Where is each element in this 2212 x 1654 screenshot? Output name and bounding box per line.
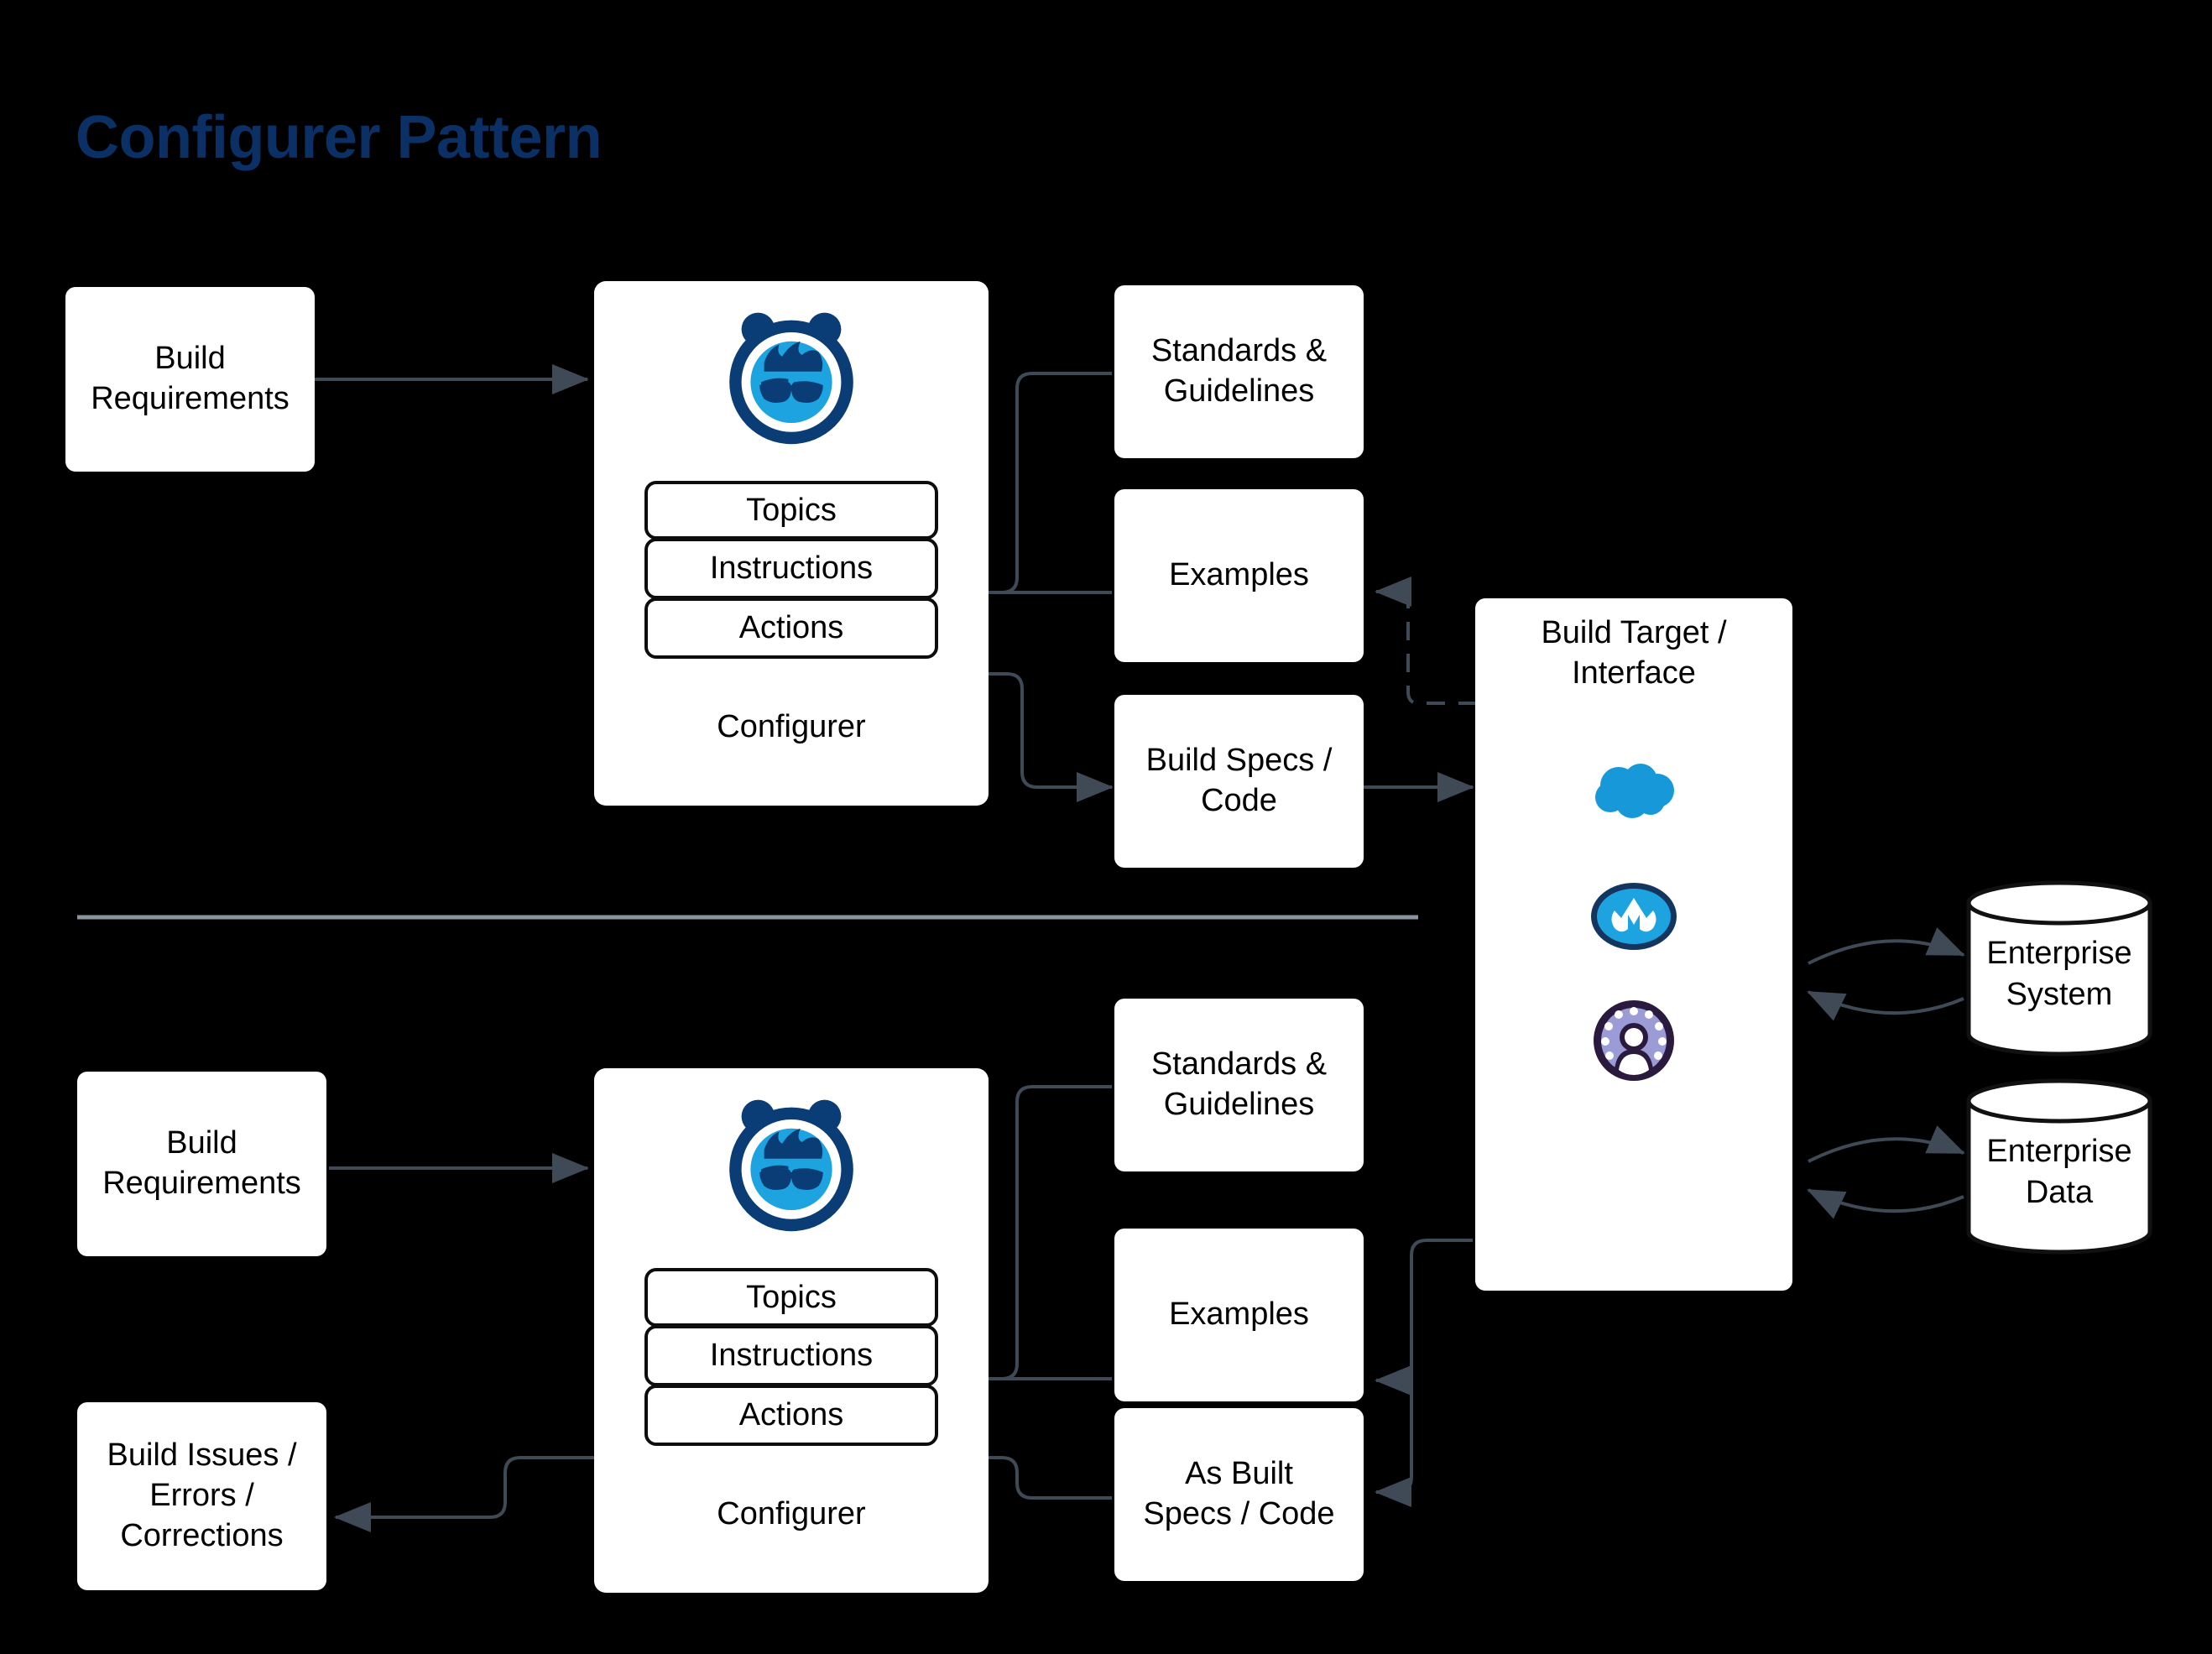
as-built-specs-code-card[interactable]: As Built Specs / Code (1114, 1408, 1364, 1581)
wire-buildtarget-to-examples-bottom (1375, 1365, 1413, 1396)
artifact-line-1: Examples (1169, 557, 1309, 593)
build-requirements-line-2: Requirements (102, 1166, 301, 1201)
wire-buildtarget-to-examples-dashed (1375, 577, 1477, 705)
configurer-slot-topics-top[interactable]: Topics (644, 481, 938, 540)
build-target-line-2: Interface (1572, 655, 1696, 691)
configurer-label-top: Configurer (717, 709, 866, 744)
standards-guidelines-card-top[interactable]: Standards & Guidelines (1114, 285, 1364, 458)
build-requirements-card-bottom[interactable]: Build Requirements (77, 1072, 326, 1256)
artifact-line-2: Code (1201, 783, 1277, 818)
artifact-line-1: Build Specs / (1145, 743, 1333, 779)
enterprise-data-cylinder[interactable]: Enterprise Data (1965, 1078, 2153, 1255)
slot-label: Instructions (709, 1338, 874, 1373)
build-issues-line-2: Errors / (149, 1478, 254, 1514)
slot-label: Actions (738, 610, 844, 645)
build-target-panel[interactable]: Build Target / Interface (1475, 598, 1792, 1291)
configurer-slot-actions-bottom[interactable]: Actions (644, 1385, 938, 1446)
configurer-slot-instructions-top[interactable]: Instructions (644, 538, 938, 599)
build-issues-line-1: Build Issues / (107, 1437, 297, 1474)
enterprise-system-label: Enterprise System (1986, 936, 2132, 1013)
wire-target-to-enterprise-data (1808, 1125, 1965, 1163)
agent-robot-icon (716, 1089, 867, 1240)
artifact-line-2: Guidelines (1163, 373, 1315, 409)
artifact-line-1: As Built (1185, 1456, 1293, 1492)
standards-guidelines-card-bottom[interactable]: Standards & Guidelines (1114, 999, 1364, 1171)
configurer-slot-instructions-bottom[interactable]: Instructions (644, 1325, 938, 1386)
identity-user-icon (1475, 999, 1792, 1083)
build-issues-line-3: Corrections (120, 1517, 284, 1553)
slot-label: Topics (746, 1279, 837, 1315)
build-issues-errors-corrections-card[interactable]: Build Issues / Errors / Corrections (77, 1402, 326, 1590)
slot-label: Instructions (709, 550, 874, 586)
configurer-slot-actions-top[interactable]: Actions (644, 597, 938, 659)
build-specs-code-card-top[interactable]: Build Specs / Code (1114, 695, 1364, 868)
build-requirements-line-1: Build (166, 1125, 237, 1161)
configurer-slot-topics-bottom[interactable]: Topics (644, 1268, 938, 1327)
artifact-line-2: Guidelines (1163, 1087, 1315, 1122)
configurer-panel-bottom[interactable]: Topics Instructions Actions Configurer (594, 1068, 989, 1593)
artifact-line-2: Specs / Code (1143, 1496, 1335, 1531)
enterprise-data-label: Enterprise Data (1986, 1134, 2132, 1211)
configurer-panel-top[interactable]: Topics Instructions Actions Configurer (594, 281, 989, 806)
mulesoft-logo-icon (1475, 881, 1792, 952)
artifact-line-1: Examples (1169, 1297, 1309, 1333)
build-requirements-line-2: Requirements (91, 381, 290, 416)
wire-target-to-enterprise-system (1808, 927, 1965, 965)
build-requirements-line-1: Build (154, 341, 226, 377)
wire-enterprise-system-to-target (1807, 990, 1964, 1021)
slot-label: Actions (738, 1397, 844, 1432)
agent-robot-icon (716, 302, 867, 453)
salesforce-cloud-icon (1475, 762, 1792, 826)
enterprise-system-cylinder[interactable]: Enterprise System (1965, 880, 2153, 1057)
slot-label: Topics (746, 492, 837, 528)
examples-card-bottom[interactable]: Examples (1114, 1229, 1364, 1401)
build-target-line-1: Build Target / (1541, 615, 1727, 650)
build-requirements-card-top[interactable]: Build Requirements (65, 287, 315, 472)
page-title: Configurer Pattern (76, 104, 603, 171)
configurer-label-bottom: Configurer (717, 1496, 866, 1531)
artifact-line-1: Standards & (1150, 333, 1328, 369)
artifact-line-1: Standards & (1150, 1046, 1328, 1083)
wire-enterprise-data-to-target (1807, 1188, 1964, 1219)
examples-card-top[interactable]: Examples (1114, 489, 1364, 662)
